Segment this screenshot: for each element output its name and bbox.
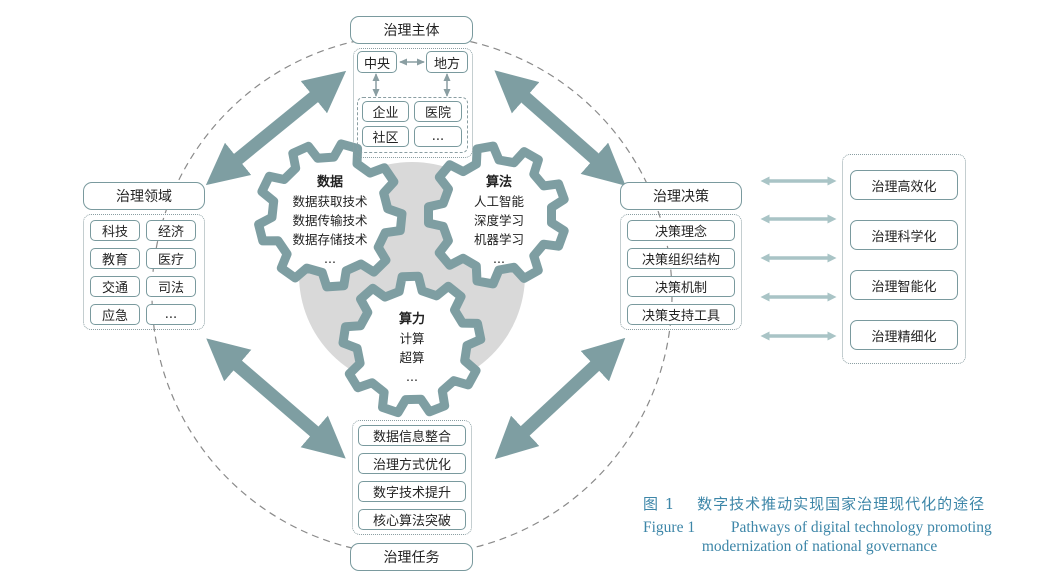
gear-compute-line: 超算 bbox=[399, 350, 425, 365]
bottom-item-algorithm-breakthrough: 核心算法突破 bbox=[358, 509, 466, 530]
top-item-community: 社区 bbox=[362, 126, 409, 147]
left-item-transport: 交通 bbox=[90, 276, 140, 297]
top-item-hospital: 医院 bbox=[414, 101, 462, 122]
right-group-frame bbox=[620, 214, 742, 330]
gear-data-line: 数据存储技术 bbox=[292, 232, 368, 247]
left-item-education: 教育 bbox=[90, 248, 140, 269]
gear-algorithm-line: 人工智能 bbox=[473, 194, 524, 209]
gear-algorithm-title: 算法 bbox=[485, 175, 512, 190]
left-item-medical: 医疗 bbox=[146, 248, 196, 269]
gear-data-line: ... bbox=[324, 251, 336, 266]
right-item-structure: 决策组织结构 bbox=[627, 248, 735, 269]
central-box: 中央 bbox=[357, 51, 397, 73]
gear-algorithm-line: 深度学习 bbox=[473, 213, 524, 228]
gear-compute bbox=[338, 271, 486, 418]
left-item-justice: 司法 bbox=[146, 276, 196, 297]
gear-data-line: 数据获取技术 bbox=[292, 194, 368, 209]
left-item-more: ... bbox=[146, 304, 196, 325]
gears-group bbox=[254, 139, 569, 418]
gear-data-text: 数据 数据获取技术 数据传输技术 数据存储技术 ... bbox=[282, 173, 378, 268]
top-item-more: ... bbox=[414, 126, 462, 147]
gear-compute-line: 计算 bbox=[399, 331, 425, 346]
top-title-box: 治理主体 bbox=[350, 16, 473, 44]
left-title-box: 治理领域 bbox=[83, 182, 205, 210]
caption-english-line1: Pathways of digital technology promoting bbox=[730, 519, 992, 536]
outcomes-frame bbox=[842, 154, 966, 364]
gear-compute-line: ... bbox=[406, 369, 418, 384]
arrow-top-right bbox=[494, 70, 626, 186]
bottom-group-frame bbox=[352, 420, 472, 535]
top-subgroup-frame bbox=[357, 97, 468, 153]
arrow-bottom-left bbox=[206, 338, 346, 459]
right-title-box: 治理决策 bbox=[620, 182, 742, 210]
left-item-emergency: 应急 bbox=[90, 304, 140, 325]
gear-algorithm-text: 算法 人工智能 深度学习 机器学习 ... bbox=[455, 173, 543, 268]
outcome-efficiency: 治理高效化 bbox=[850, 170, 958, 200]
gear-algorithm-line: 机器学习 bbox=[473, 232, 524, 247]
outcome-scientific: 治理科学化 bbox=[850, 220, 958, 250]
left-item-economy: 经济 bbox=[146, 220, 196, 241]
gear-data-title: 数据 bbox=[316, 175, 343, 190]
caption-chinese: 图 1 数字技术推动实现国家治理现代化的途径 bbox=[643, 495, 986, 513]
gear-compute-text: 算力 计算 超算 ... bbox=[370, 310, 454, 386]
outcome-refined: 治理精细化 bbox=[850, 320, 958, 350]
bottom-item-method-optimization: 治理方式优化 bbox=[358, 453, 466, 474]
gear-data-line: 数据传输技术 bbox=[292, 213, 368, 228]
arrow-top-left bbox=[205, 70, 347, 186]
right-item-tools: 决策支持工具 bbox=[627, 304, 735, 325]
caption-english-line2: modernization of national governance bbox=[701, 538, 938, 555]
arrow-bottom-right bbox=[494, 337, 626, 460]
bottom-title-box: 治理任务 bbox=[350, 543, 473, 571]
top-group-frame bbox=[353, 48, 473, 158]
right-item-mechanism: 决策机制 bbox=[627, 276, 735, 297]
outcome-intelligent: 治理智能化 bbox=[850, 270, 958, 300]
local-box: 地方 bbox=[426, 51, 468, 73]
bottom-item-data-integration: 数据信息整合 bbox=[358, 425, 466, 446]
gear-compute-title: 算力 bbox=[398, 312, 425, 327]
left-group-frame bbox=[83, 214, 205, 330]
caption-figure-label: Figure 1 bbox=[643, 519, 696, 536]
right-item-concept: 决策理念 bbox=[627, 220, 735, 241]
bottom-item-tech-upgrade: 数字技术提升 bbox=[358, 481, 466, 502]
left-item-tech: 科技 bbox=[90, 220, 140, 241]
caption-english: Figure 1 Pathways of digital technology … bbox=[643, 518, 992, 556]
gear-algorithm-line: ... bbox=[493, 251, 505, 266]
top-item-enterprise: 企业 bbox=[362, 101, 409, 122]
